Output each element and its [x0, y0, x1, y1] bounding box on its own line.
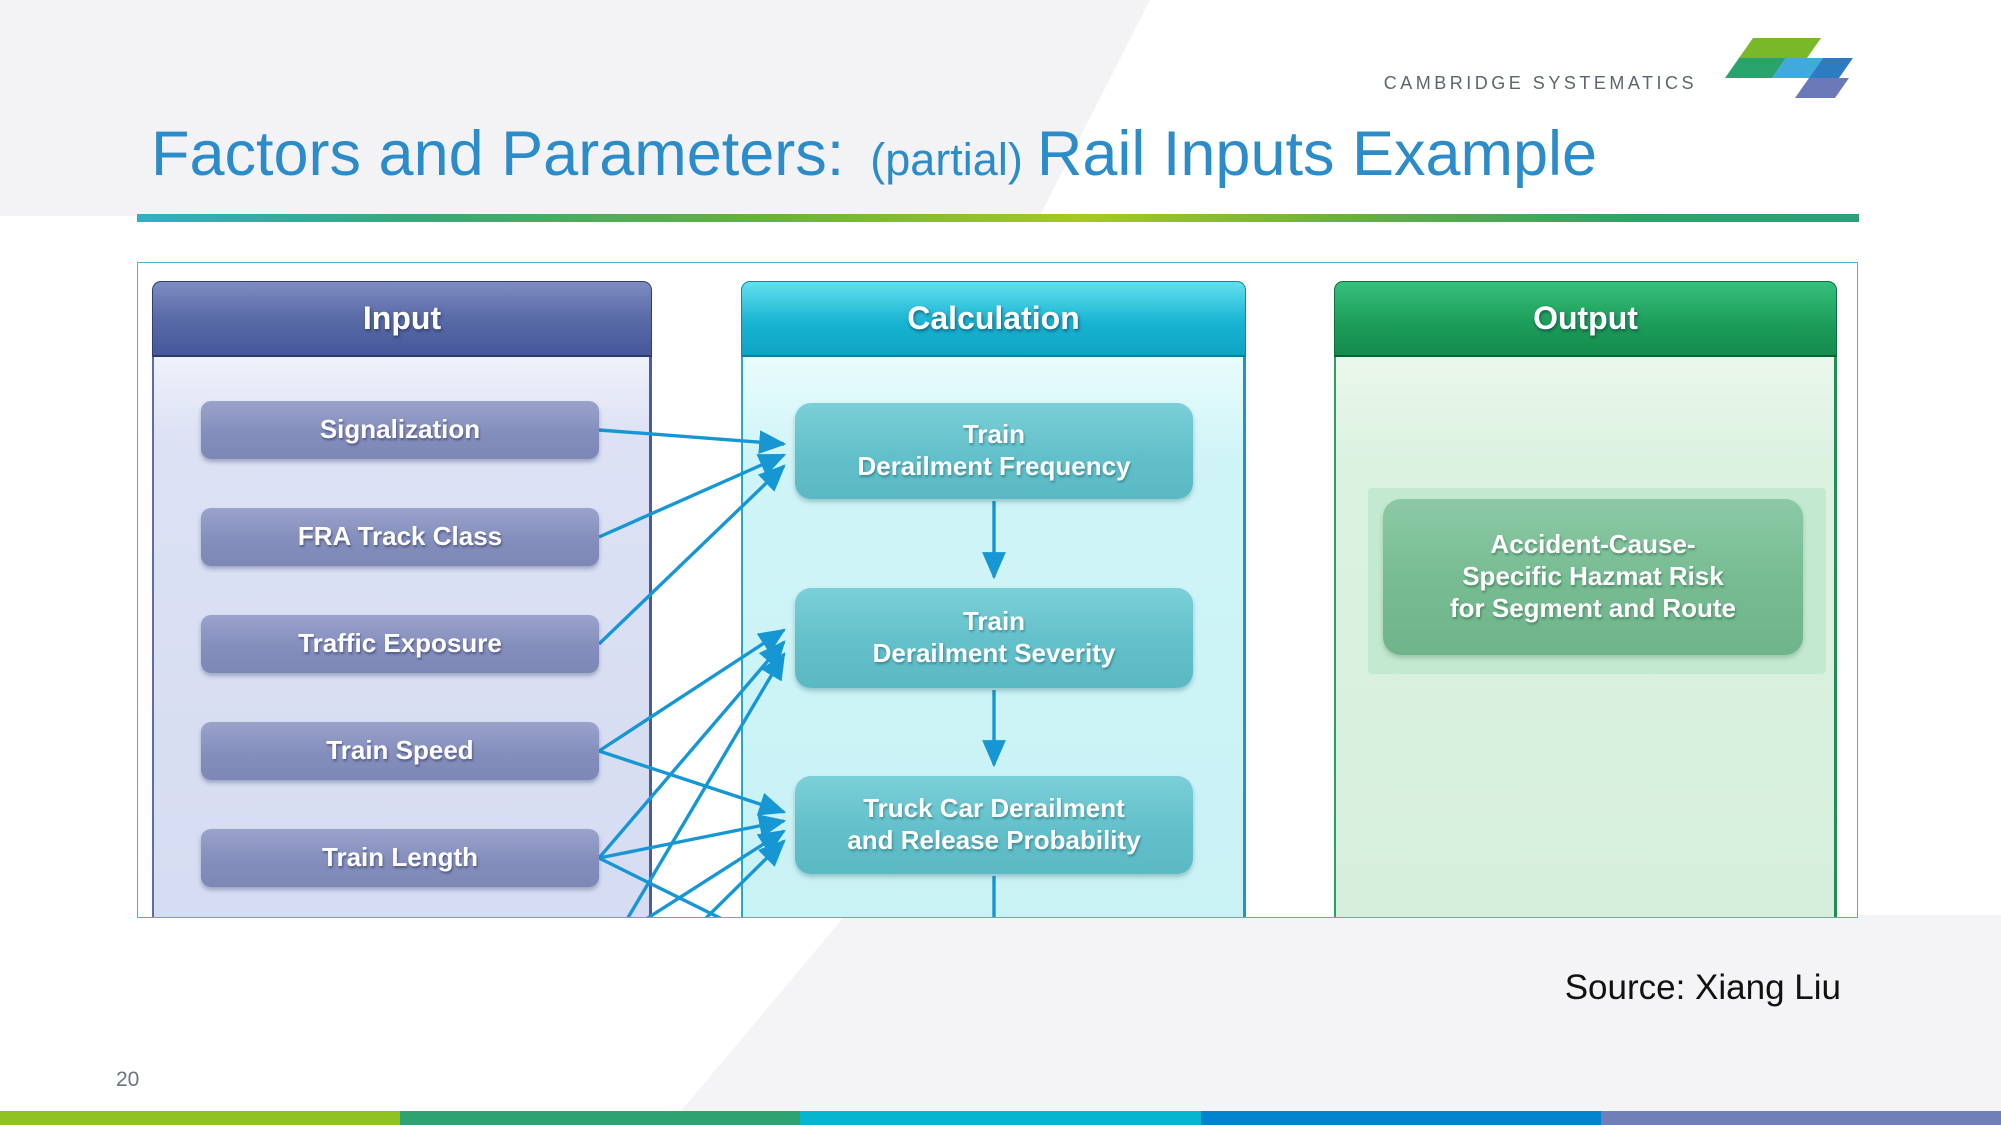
- input-box-train-length: Train Length: [201, 829, 599, 887]
- input-box-fra-track-class: FRA Track Class: [201, 508, 599, 566]
- company-logo: CAMBRIDGE SYSTEMATICS: [1384, 38, 1861, 98]
- calc-box-truck-car-derailment-release-probability: Truck Car Derailment and Release Probabi…: [795, 776, 1193, 874]
- footer-bar-segment: [1600, 1111, 2001, 1125]
- page-title-paren: (partial): [870, 134, 1023, 185]
- page-title-main: Factors and Parameters:: [151, 119, 845, 189]
- calc-box-train-derailment-severity: Train Derailment Severity: [795, 588, 1193, 688]
- footer-bar-segment: [1200, 1111, 1601, 1125]
- footer-bar-segment: [800, 1111, 1201, 1125]
- calc-box-train-derailment-frequency: Train Derailment Frequency: [795, 403, 1193, 499]
- output-box-accident-cause-specific-hazmat-risk: Accident-Cause- Specific Hazmat Risk for…: [1383, 499, 1803, 655]
- background-diagonal-band-bottom: [681, 915, 2001, 1111]
- input-box-signalization: Signalization: [201, 401, 599, 459]
- source-attribution: Source: Xiang Liu: [1564, 968, 1841, 1007]
- rail-inputs-diagram: Input Calculation Output: [137, 262, 1858, 918]
- page-number: 20: [116, 1068, 140, 1091]
- company-logo-text: CAMBRIDGE SYSTEMATICS: [1383, 73, 1697, 93]
- input-box-traffic-exposure: Traffic Exposure: [201, 615, 599, 673]
- title-underline-rule: [137, 214, 1859, 222]
- input-column-header: Input: [152, 281, 652, 357]
- footer-bar-segment: [400, 1111, 801, 1125]
- footer-color-bar: [0, 1111, 2001, 1125]
- page-title-suffix: Rail Inputs Example: [1036, 119, 1598, 189]
- page-title: Factors and Parameters: (partial) Rail Inp…: [151, 118, 1597, 190]
- calculation-column-header: Calculation: [741, 281, 1246, 357]
- company-logo-mark: [1725, 38, 1853, 98]
- output-column-header: Output: [1334, 281, 1837, 357]
- input-box-train-speed: Train Speed: [201, 722, 599, 780]
- footer-bar-segment: [0, 1111, 401, 1125]
- input-column: Input: [152, 281, 652, 917]
